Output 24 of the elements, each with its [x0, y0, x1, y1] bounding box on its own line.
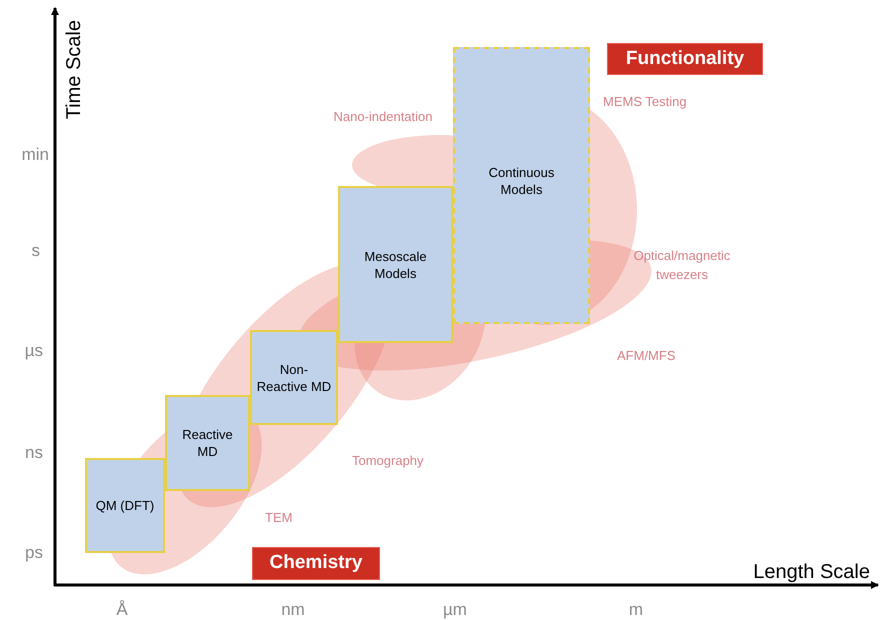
model-box: QM (DFT): [85, 458, 165, 553]
model-box: Non-Reactive MD: [250, 330, 338, 425]
model-box: Mesoscale Models: [338, 186, 453, 343]
tick-label: µs: [24, 340, 43, 362]
axis-title: Length Scale: [752, 560, 870, 585]
technique-label: Tomography: [352, 452, 425, 470]
tick-label: ns: [24, 442, 43, 464]
tick-label: min: [20, 144, 49, 166]
category-badge: Functionality: [607, 43, 763, 75]
tick-label: ps: [24, 542, 43, 564]
category-badge: Chemistry: [252, 547, 380, 580]
tick-label: s: [30, 240, 40, 262]
tick-label: nm: [280, 599, 306, 620]
tick-label: m: [628, 599, 644, 620]
technique-label: MEMS Testing: [603, 93, 688, 111]
tick-label: µm: [442, 599, 468, 620]
technique-label: Nano-indentation: [332, 108, 434, 126]
model-box: Continuous Models: [453, 47, 590, 324]
tick-label: Å: [115, 599, 129, 620]
axis-title: Time Scale: [62, 20, 86, 120]
technique-label: Optical/magnetic tweezers: [632, 247, 732, 284]
technique-label: TEM: [265, 509, 294, 527]
model-box: Reactive MD: [165, 395, 250, 491]
technique-label: AFM/MFS: [617, 347, 676, 365]
